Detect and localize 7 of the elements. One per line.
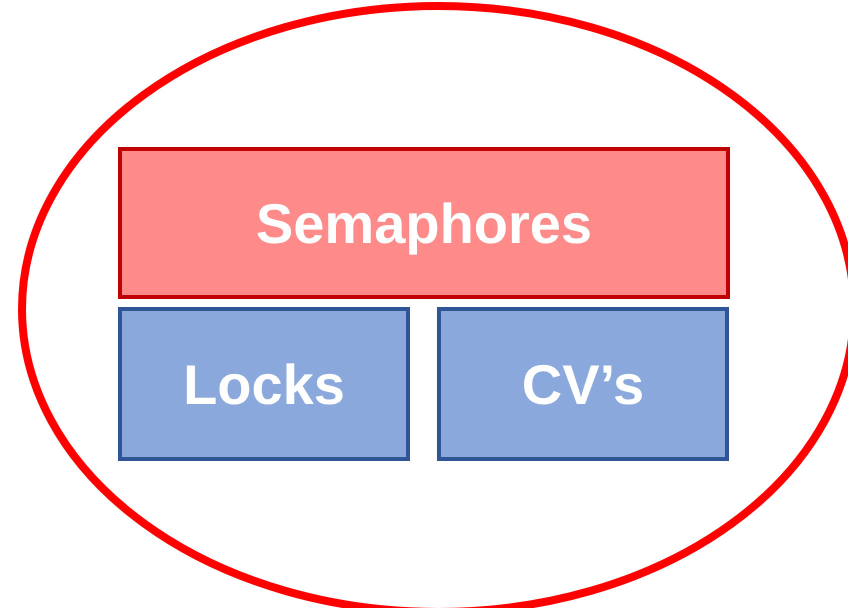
semaphores-box: [118, 147, 730, 299]
process-box: [118, 307, 410, 461]
box-label: Semaphores: [256, 190, 592, 256]
process-box: [437, 307, 729, 461]
ellipse-outline: [18, 2, 848, 608]
box-label: CV’s: [522, 352, 644, 416]
box-label: Locks: [183, 352, 345, 416]
